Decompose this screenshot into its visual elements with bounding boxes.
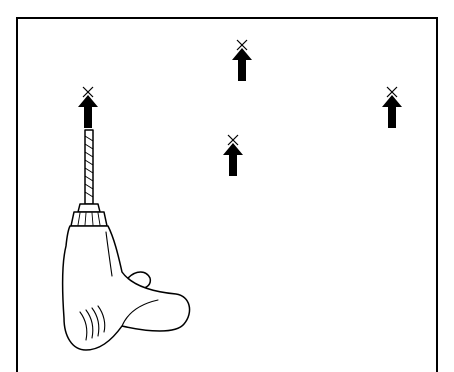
drill-mark-top <box>232 39 252 81</box>
up-arrow-icon <box>382 95 402 128</box>
x-mark-icon <box>227 134 239 146</box>
x-mark-icon <box>386 86 398 98</box>
drill-grip-edge <box>121 299 159 327</box>
diagram-frame <box>16 17 438 372</box>
drill-vents <box>79 305 106 341</box>
drill-bit <box>84 129 94 205</box>
x-mark-icon <box>236 39 248 51</box>
up-arrow-icon <box>78 95 98 128</box>
drill-body-seam <box>105 231 113 277</box>
up-arrow-icon <box>232 48 252 81</box>
drill-body <box>61 225 191 351</box>
up-arrow-icon <box>223 143 243 176</box>
drill-mark-center <box>223 134 243 176</box>
drill-mark-left <box>78 86 98 128</box>
drill-mark-right <box>382 86 402 128</box>
x-mark-icon <box>82 86 94 98</box>
drill-icon <box>61 129 191 351</box>
drill-chuck <box>70 203 108 227</box>
